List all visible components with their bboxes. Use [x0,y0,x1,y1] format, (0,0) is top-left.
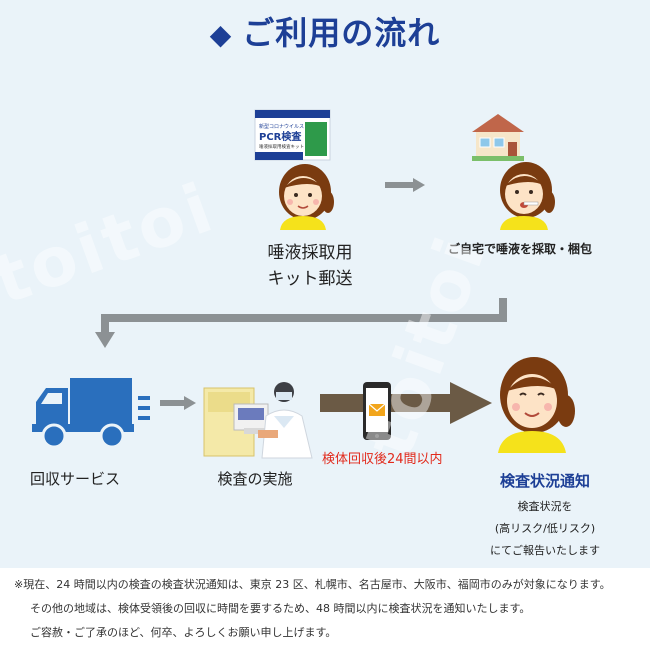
step-kit-line1: 唾液採取用 [267,243,353,263]
woman-icon [279,164,334,230]
step-deadline-label: 検体回収後24間以内 [322,452,443,467]
step-collect-label: 回収サービス [30,470,121,488]
woman-swab-icon [500,162,555,230]
step-kit-line2: キット郵送 [267,269,353,289]
step-notify-line2: (高リスク/低リスク) [494,522,596,535]
house-icon [472,114,524,161]
page-title-text: ご利用の流れ [242,14,441,52]
lab-technician-image [203,382,313,459]
step-home-label: ご自宅で唾液を採取・梱包 [447,242,592,256]
kit-box-line1: 新型コロナウイルス [259,123,304,130]
pcr-kit-box-image: 新型コロナウイルス PCR検査 唾液採取用検査キット [254,109,331,161]
truck-icon [32,378,150,449]
footnote-line1: ※現在、24 時間以内の検査の検査状況通知は、東京 23 区、札幌市、名古屋市、… [14,578,611,591]
step-notify-line3: にてご報告いたします [490,544,600,557]
footnote-line2: その他の地域は、検体受領後の回収に時間を要するため、48 時間以内に検査状況を通… [30,602,531,615]
page-title: ◆ ご利用の流れ [0,8,650,54]
step-kit-label: 唾液採取用 キット郵送 [225,240,395,292]
smartphone-mail-icon [363,382,391,440]
arrow-right-icon [160,396,196,410]
step-notify-line1: 検査状況を [517,500,573,513]
woman-smiling-icon [498,357,575,453]
footnote-panel [0,568,650,650]
step-notify-title: 検査状況通知 [499,472,590,490]
step-test-label: 検査の実施 [217,470,293,488]
kit-box-line2: PCR検査 [259,130,302,143]
kit-box-line3: 唾液採取用検査キット [259,143,304,150]
diamond-icon: ◆ [209,18,233,51]
arrow-right-icon [385,178,425,192]
footnote-line3: ご容赦・ご了承のほど、何卒、よろしくお願い申し上げます。 [30,626,337,639]
connector-arrow [95,298,507,348]
